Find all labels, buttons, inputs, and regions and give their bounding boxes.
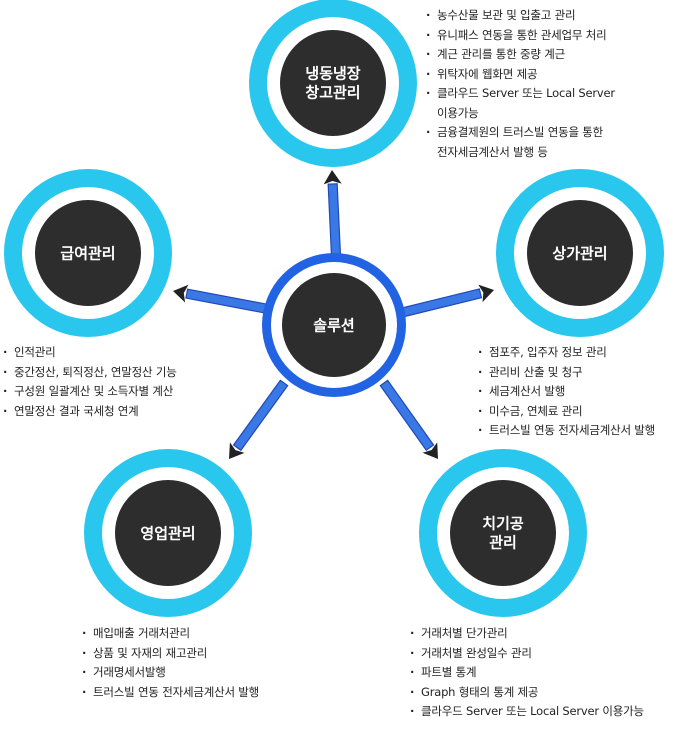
arrow-shaft [379,379,435,452]
store-label: 상가관리 [552,245,607,263]
parts-core [450,480,556,586]
parts-feature-list: 거래처별 단가관리 거래처별 완성일수 관리 파트별 통계 Graph 형태의 … [410,624,644,722]
list-item: Graph 형태의 통계 제공 [410,683,644,703]
arrow-head [173,284,189,303]
list-item: 농수산물 보관 및 입출고 관리 [426,6,615,26]
arrow-head [229,442,245,459]
payroll-label: 급여관리 [60,245,115,263]
arrow-to-store [398,284,494,319]
node-cold-storage: 냉동냉장 창고관리 [249,0,417,167]
store-feature-list: 점포주, 입주자 정보 관리 관리비 산출 및 청구 세금계산서 발행 미수금,… [478,343,655,441]
arrow-shaft [232,379,289,452]
list-item: 매입매출 거래처관리 [82,624,259,644]
list-item: 세금계산서 발행 [478,382,655,402]
list-item: 연말정산 결과 국세청 연계 [3,402,177,422]
list-item: 중간정산, 퇴직정산, 연말정산 기능 [3,363,177,383]
list-item: 클라우드 Server 또는 Local Server 이용가능 [410,702,644,722]
cold-storage-feature-list: 농수산물 보관 및 입출고 관리 유니패스 연동을 통한 관세업무 처리 계근 … [426,6,615,162]
list-item: 점포주, 입주자 정보 관리 [478,343,655,363]
list-item: 거래처별 완성일수 관리 [410,644,644,664]
payroll-core [35,200,141,306]
store-core [527,200,633,306]
sales-label: 영업관리 [140,525,195,543]
list-item: 거래처별 단가관리 [410,624,644,644]
list-item: 거래명세서발행 [82,663,259,683]
connector-arrows [173,170,494,459]
list-item: 관리비 산출 및 청구 [478,363,655,383]
list-item: 유니패스 연동을 통한 관세업무 처리 [426,26,615,46]
list-item: 상품 및 자재의 재고관리 [82,644,259,664]
parts-label-line-2: 관리 [489,534,517,552]
arrow-shaft [398,288,483,319]
arrow-head [478,284,494,303]
node-store: 상가관리 [496,169,664,337]
cold-label-line-2: 창고관리 [305,84,360,102]
list-item: 미수금, 연체료 관리 [478,402,655,422]
arrow-to-parts [379,379,438,459]
arrow-head [422,442,438,459]
list-item: 인적관리 [3,343,177,363]
cold-label-line-1: 냉동냉장 [305,65,360,83]
node-payroll: 급여관리 [4,169,172,337]
list-item: 트러스빌 연동 전자세금계산서 발행 [478,421,655,441]
list-item: 트러스빌 연동 전자세금계산서 발행 [82,683,259,703]
node-center: 솔루션 [262,253,406,397]
list-item: 계근 관리를 통한 중량 계근 [426,45,615,65]
payroll-feature-list: 인적관리 중간정산, 퇴직정산, 연말정산 기능 구성원 일괄계산 및 소득자별… [3,343,177,421]
arrow-to-payroll [173,284,270,315]
node-sales: 영업관리 [84,449,252,617]
cold-core [280,30,386,136]
arrow-head [323,170,342,185]
list-item: 구성원 일괄계산 및 소득자별 계산 [3,382,177,402]
node-parts: 치기공 관리 [419,449,587,617]
arrow-shaft [327,183,342,257]
list-item: 위탁자에 웹화면 제공 [426,65,615,85]
parts-label-line-1: 치기공 [482,515,524,533]
sales-core [115,480,221,586]
center-core [282,273,386,377]
arrow-to-cold-storage [323,170,342,257]
arrow-to-sales [229,379,289,459]
list-item: 파트별 통계 [410,663,644,683]
center-label: 솔루션 [313,317,354,335]
sales-feature-list: 매입매출 거래처관리 상품 및 자재의 재고관리 거래명세서발행 트러스빌 연동… [82,624,259,702]
arrow-shaft [185,288,270,315]
